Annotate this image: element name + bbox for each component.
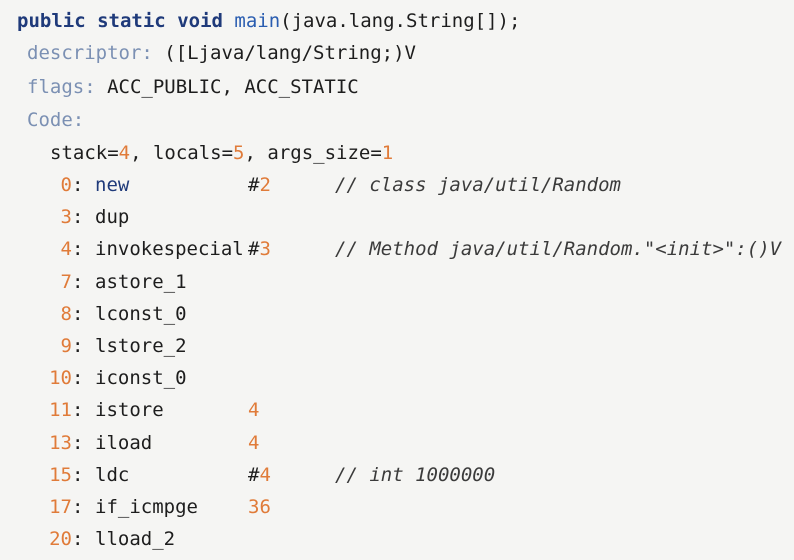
locals-label: , locals= [130, 142, 234, 164]
offset-colon: : [72, 335, 84, 357]
instruction-operand: 4 [248, 394, 259, 426]
instruction-opcode: new [95, 174, 130, 196]
instruction-opcode: lconst_0 [95, 302, 187, 325]
offset-colon: : [72, 302, 84, 325]
args-size-label: , args_size= [244, 142, 382, 164]
offset-colon: : [72, 431, 84, 454]
offset-colon: : [72, 399, 84, 422]
instruction-comment: // Method java/util/Random."<init>":()V [335, 238, 782, 261]
descriptor-key: descriptor: [27, 42, 153, 64]
instruction-row: 0: new #2 // class java/util/Random [0, 169, 794, 201]
instruction-row: 3: dup [0, 201, 794, 233]
instruction-opcode: ldc [95, 463, 130, 486]
instruction-operand: #2 [248, 169, 271, 201]
operand-value: 36 [248, 496, 271, 518]
instruction-offset: 10 [49, 367, 72, 390]
instruction-opcode: if_icmpge [95, 496, 198, 518]
instruction-offset: 13 [49, 431, 72, 454]
stack-value: 4 [118, 142, 131, 164]
instruction-offset: 0 [60, 174, 72, 196]
instruction-offset: 15 [49, 463, 72, 486]
flags-line: flags: ACC_PUBLIC, ACC_STATIC [27, 71, 359, 103]
instruction-comment: // int 1000000 [335, 463, 496, 486]
instruction-offset: 3 [60, 206, 72, 229]
instruction-row: 4: invokespecial#3 // Method java/util/Ran… [0, 233, 794, 265]
instruction-offset: 4 [60, 238, 72, 261]
instruction-row: 11: istore 4 [0, 394, 794, 426]
offset-colon: : [72, 206, 84, 229]
offset-colon: : [72, 270, 84, 293]
instruction-row: 9: lstore_2 [0, 330, 794, 362]
code-label: Code: [27, 104, 84, 136]
instruction-row: 15: ldc #4 // int 1000000 [0, 459, 794, 491]
offset-colon: : [72, 528, 84, 551]
offset-colon: : [72, 496, 84, 518]
instruction-row: 17: if_icmpge 36 [0, 491, 794, 523]
offset-colon: : [72, 367, 84, 390]
instruction-opcode: lload_2 [95, 528, 176, 551]
locals-value: 5 [233, 142, 245, 164]
instruction-row: 13: iload 4 [0, 427, 794, 459]
method-params: (java.lang.String[]); [280, 10, 521, 32]
keyword-static: static [97, 10, 166, 32]
flags-value: ACC_PUBLIC, ACC_STATIC [107, 76, 359, 98]
operand-value: 3 [259, 238, 271, 261]
instruction-offset: 20 [49, 528, 72, 551]
operand-value: 4 [259, 463, 271, 486]
operand-value: 2 [259, 174, 271, 196]
keyword-void: void [177, 10, 223, 32]
instruction-operand: 4 [248, 427, 259, 459]
instruction-opcode: istore [95, 399, 164, 422]
instruction-opcode: iconst_0 [95, 367, 187, 390]
instruction-operand: #4 [248, 459, 271, 491]
instruction-row: 7: astore_1 [0, 266, 794, 298]
offset-colon: : [72, 238, 84, 261]
instruction-opcode: invokespecial [95, 238, 244, 261]
args-size-value: 1 [381, 142, 394, 164]
instruction-opcode: iload [95, 431, 153, 454]
instruction-opcode: dup [95, 206, 130, 229]
flags-key: flags: [27, 76, 96, 98]
instruction-row: 8: lconst_0 [0, 298, 794, 330]
offset-colon: : [72, 174, 84, 196]
descriptor-value: ([Ljava/lang/String;)V [164, 42, 416, 64]
instruction-offset: 11 [49, 399, 72, 422]
operand-value: 4 [248, 431, 260, 454]
instruction-offset: 8 [60, 302, 72, 325]
instruction-opcode: astore_1 [95, 270, 187, 293]
method-signature: public static void main(java.lang.String… [17, 5, 520, 37]
instruction-operand: 36 [248, 491, 271, 523]
stack-label: stack= [50, 142, 119, 164]
instruction-offset: 17 [49, 496, 72, 518]
operand-hash: # [248, 463, 260, 486]
keyword-public: public [17, 10, 86, 32]
instruction-opcode: lstore_2 [95, 335, 187, 357]
operand-hash: # [248, 174, 260, 196]
operand-hash: # [248, 238, 260, 261]
method-name: main [234, 10, 281, 32]
instruction-offset: 9 [60, 335, 72, 357]
instruction-row: 20: lload_2 [0, 523, 794, 555]
offset-colon: : [72, 463, 84, 486]
descriptor-line: descriptor: ([Ljava/lang/String;)V [27, 37, 416, 69]
instruction-offset: 7 [60, 270, 72, 293]
instruction-operand: #3 [248, 233, 271, 265]
instruction-comment: // class java/util/Random [335, 174, 621, 196]
stack-info: stack=4, locals=5, args_size=1 [50, 137, 393, 169]
instruction-row: 10: iconst_0 [0, 362, 794, 394]
operand-value: 4 [248, 399, 260, 422]
code-key: Code: [27, 109, 85, 131]
